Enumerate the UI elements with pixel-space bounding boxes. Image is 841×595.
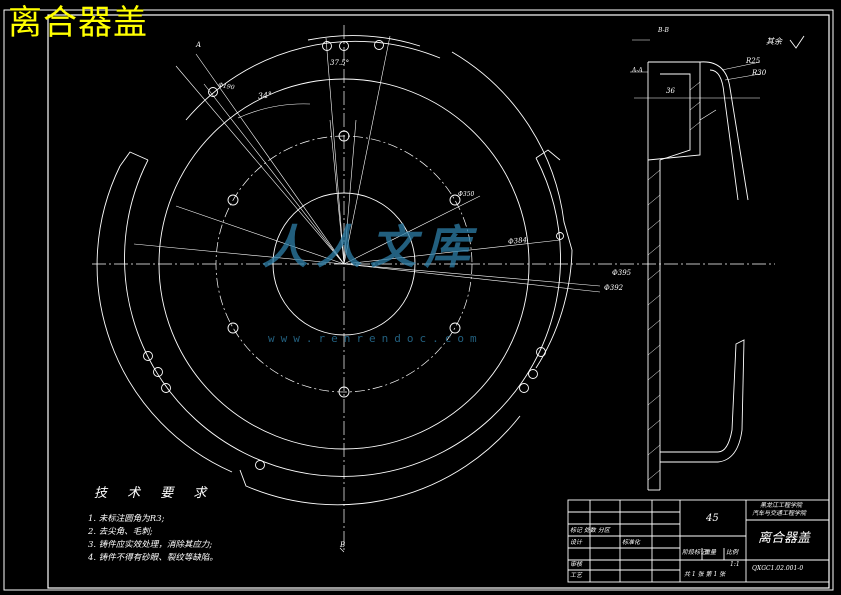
- tech-note-item: 2. 去尖角、毛刺;: [88, 527, 153, 537]
- school-line-1: 黑龙江工程学院: [760, 502, 803, 509]
- top-lug-arc: [307, 35, 421, 47]
- mount-hole: [374, 40, 384, 50]
- watermark-logo: 人人文库: [262, 220, 478, 274]
- datum-b-label: B: [340, 541, 346, 549]
- mount-hole: [536, 347, 546, 357]
- mount-hole: [528, 369, 538, 379]
- mount-hole: [153, 367, 163, 377]
- school-line-2: 汽车与交通工程学院: [752, 510, 807, 517]
- bolt-hole: [227, 322, 239, 334]
- flange-notch-left: [119, 151, 149, 167]
- section-label-side: A-A: [632, 67, 643, 74]
- drawing-number: QXGC1.02.001-0: [752, 565, 804, 572]
- tb-weight: 重量: [704, 549, 717, 556]
- tb-scale-value: 1:1: [730, 561, 740, 568]
- mount-hole: [161, 383, 171, 393]
- part-name: 离合器盖: [758, 531, 811, 546]
- tech-note-item: 3. 铸件应实效处理，消除其应力;: [88, 540, 213, 550]
- main-view: [92, 25, 775, 553]
- tb-std: 标准化: [622, 539, 641, 546]
- section-curve-outer: [699, 61, 749, 201]
- mount-hole: [208, 87, 218, 97]
- tb-scale: 比例: [726, 549, 739, 556]
- dim-phi-392: Φ392: [604, 284, 624, 292]
- mount-hole: [255, 460, 265, 470]
- mount-hole: [339, 41, 349, 51]
- material-value: 45: [706, 513, 719, 524]
- datum-a-label: A: [196, 41, 202, 49]
- tb-process: 工艺: [570, 572, 583, 579]
- tb-mark-row: 标记 处数 分区: [570, 527, 610, 534]
- bolt-hole: [227, 194, 239, 206]
- dim-r30: R30: [752, 69, 767, 77]
- section-hatch: [647, 81, 701, 481]
- dim-r25: R25: [746, 57, 761, 65]
- outer-flange-arc-left: [96, 165, 233, 473]
- mount-hole: [556, 232, 564, 240]
- section-curve-inner: [709, 69, 739, 201]
- outer-flange-arc: [124, 157, 561, 477]
- bolt-hole: [338, 130, 350, 142]
- tb-design: 设计: [570, 539, 583, 546]
- outer-frame: [3, 9, 834, 591]
- tb-sheets: 共 1 张 第 1 张: [684, 571, 726, 578]
- roughness-symbol: [789, 35, 805, 49]
- tb-check: 审核: [570, 561, 583, 568]
- title-block-grid: [567, 499, 830, 583]
- section-top-profile-inner: [659, 73, 691, 161]
- section-bottom-profile: [660, 339, 745, 463]
- dim-angle-34: 34°: [257, 90, 273, 101]
- mid-circle: [158, 78, 530, 450]
- bolt-circle: [215, 135, 473, 393]
- drawing-title: 离合器盖: [8, 3, 148, 43]
- roughness-other-label: 其余: [766, 37, 782, 46]
- section-top-profile: [647, 61, 701, 161]
- technical-requirements-title: 技 术 要 求: [94, 486, 215, 501]
- outer-flange-arc-top: [185, 40, 441, 121]
- dim-phi-395: Φ395: [612, 269, 632, 277]
- dim-angle-top: 37.5°: [330, 59, 350, 67]
- center-bore-circle: [272, 192, 416, 336]
- tb-stage: 阶段标记: [682, 549, 707, 556]
- flange-notch-right: [535, 149, 561, 161]
- tech-note-item: 1. 未标注圆角为R3;: [88, 514, 165, 524]
- leader-lines: [133, 35, 601, 553]
- technical-requirements: 技 术 要 求 1. 未标注圆角为R3; 2. 去尖角、毛刺; 3. 铸件应实效…: [88, 482, 218, 565]
- bolt-hole: [449, 322, 461, 334]
- tech-note-item: 4. 铸件不得有砂眼、裂纹等缺陷。: [88, 553, 218, 563]
- section-label-top: B-B: [658, 27, 669, 34]
- bolt-hole: [449, 194, 461, 206]
- watermark-url: www.renrendoc.com: [268, 332, 483, 345]
- outer-flange-edge-bottom: [239, 415, 521, 506]
- dim-phi-350: Φ350: [458, 191, 475, 198]
- dim-36: 36: [666, 87, 675, 95]
- mount-hole: [519, 383, 529, 393]
- bolt-hole: [338, 386, 350, 398]
- inner-frame: [47, 14, 830, 589]
- mount-hole: [143, 351, 153, 361]
- section-view: [630, 35, 805, 491]
- outer-flange-edge-right: [451, 51, 573, 369]
